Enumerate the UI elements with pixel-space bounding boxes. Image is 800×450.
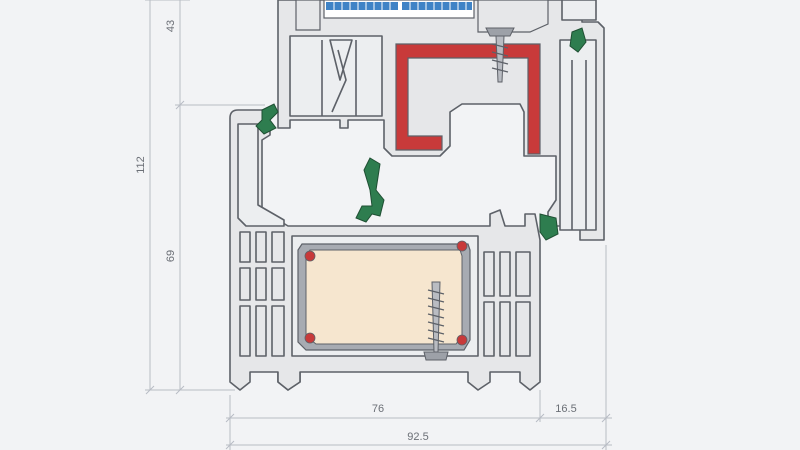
dim-left-top: 43	[165, 20, 177, 32]
steel-reinforcement	[297, 240, 471, 351]
glazing-gasket	[569, 27, 587, 53]
dim-bottom-small: 16.5	[555, 403, 576, 415]
gasket-seals	[255, 27, 587, 241]
dimension-lines-left	[145, 0, 265, 395]
frame-screw-icon	[423, 281, 449, 361]
dim-left-mid: 69	[165, 250, 177, 262]
inner-gasket	[539, 213, 559, 241]
fastener-point	[456, 334, 468, 346]
outer-gasket	[255, 103, 279, 135]
fastener-point	[456, 240, 468, 252]
glass-unit	[295, 0, 549, 33]
sash-reinforcement	[395, 43, 541, 155]
sash-screw-icon	[485, 27, 515, 83]
dimension-lines-bottom	[225, 245, 612, 450]
fastener-point	[304, 250, 316, 262]
dim-left-total: 112	[135, 156, 147, 174]
dim-bottom-main: 76	[372, 403, 384, 415]
center-gasket	[355, 157, 385, 223]
dim-bottom-total: 92.5	[407, 431, 428, 443]
fastener-point	[304, 332, 316, 344]
